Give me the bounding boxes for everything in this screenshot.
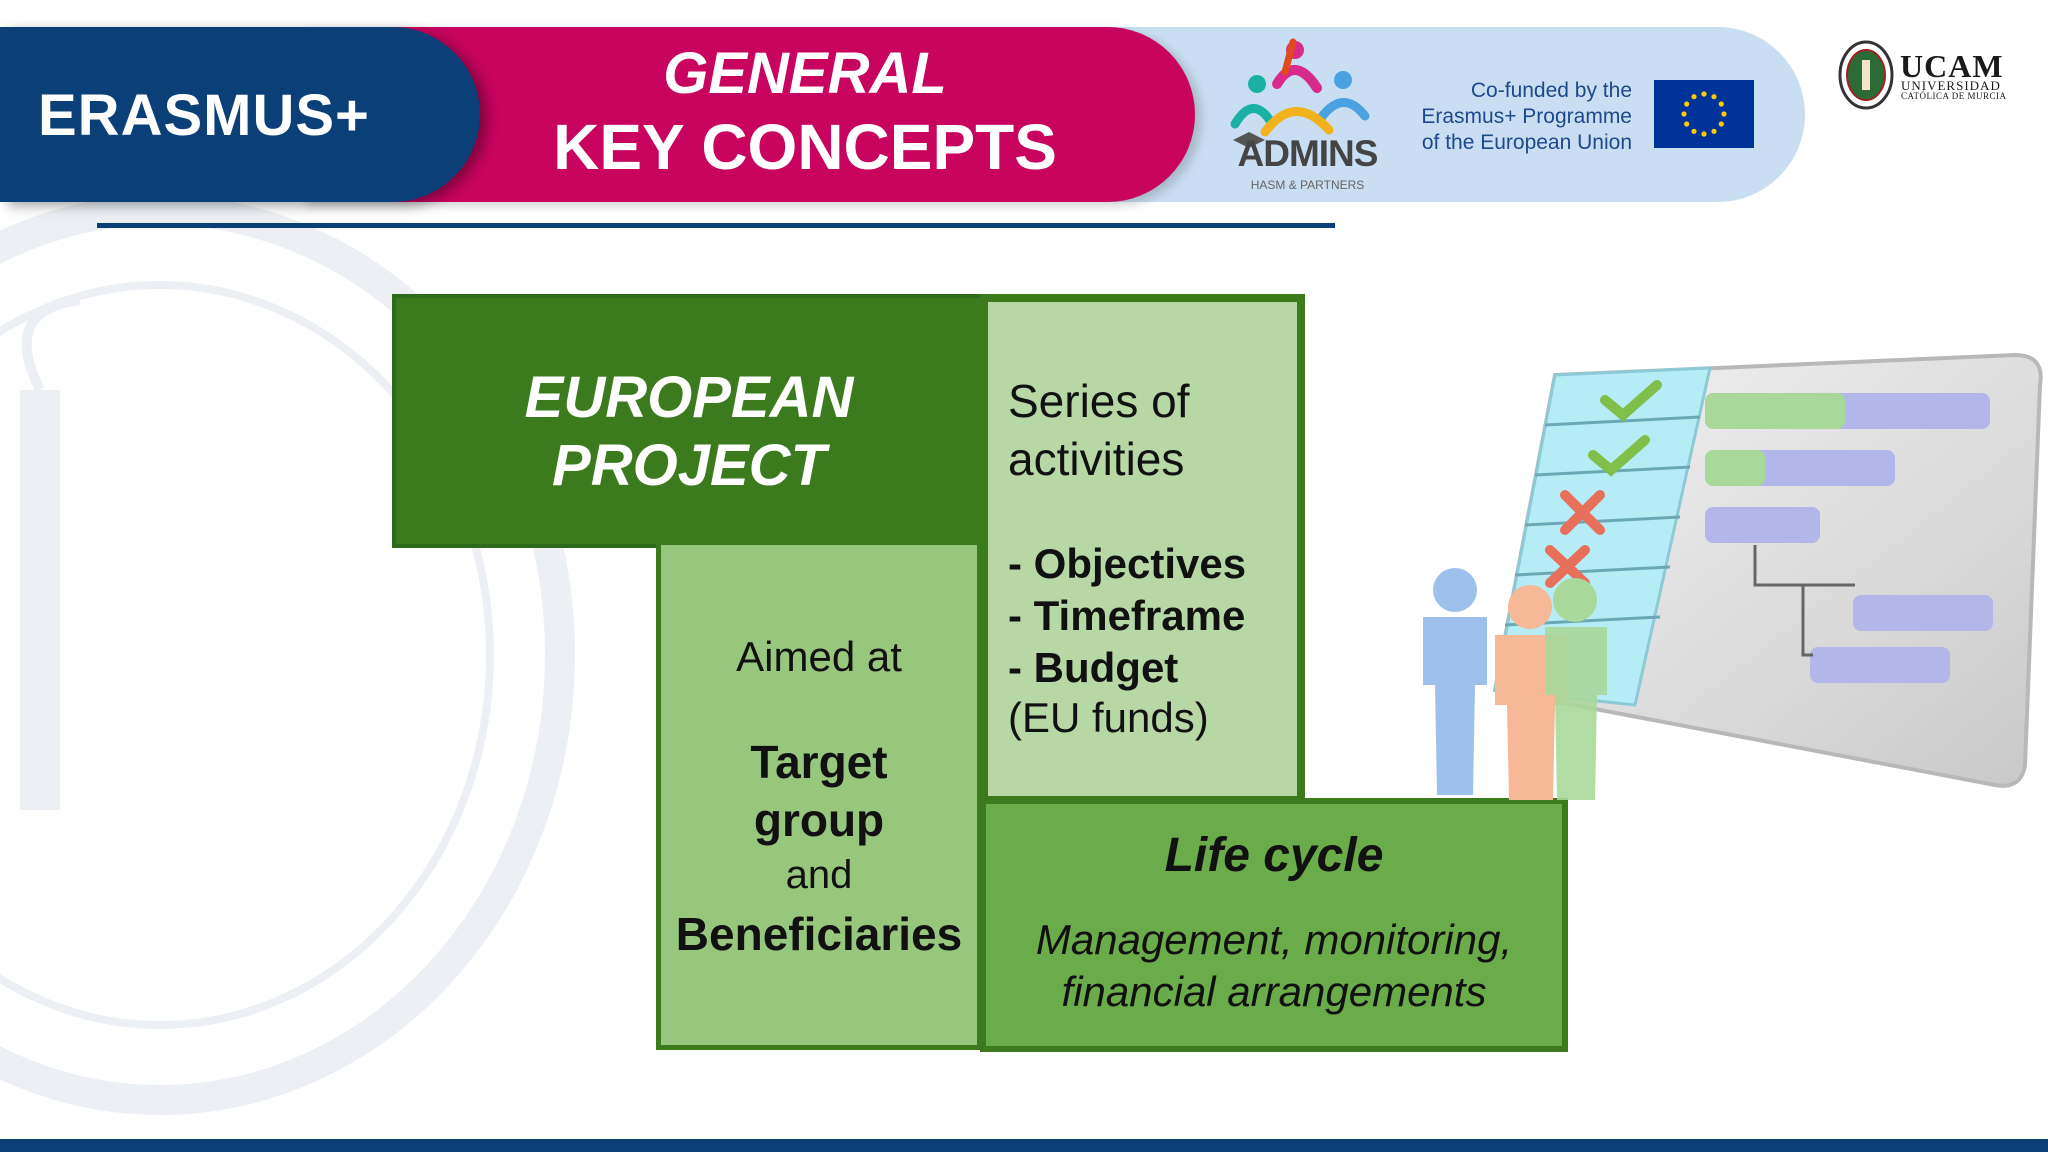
series-intro-line1: Series of	[1008, 375, 1190, 427]
header-program-band	[0, 27, 480, 202]
life-cycle-desc-line2: financial arrangements	[1061, 968, 1487, 1015]
ucam-name: UCAM	[1900, 48, 2004, 84]
admins-subtitle: HASM & PARTNERS	[1250, 178, 1365, 192]
program-label: ERASMUS+	[38, 83, 370, 148]
footer-bar	[0, 1139, 2048, 1152]
target-text: Target	[750, 736, 888, 788]
life-cycle-desc-line1: Management, monitoring,	[1035, 916, 1513, 963]
life-cycle-title: Life cycle	[1164, 829, 1384, 882]
objectives-item: - Objectives	[1008, 540, 1247, 587]
target-group-box: Aimed at Target group and Beneficiaries	[656, 540, 982, 1050]
ucam-subtitle-2: CATÓLICA DE MURCIA	[1901, 91, 2007, 101]
cross-icon	[1545, 490, 1605, 588]
cofunded-line: Erasmus+ Programme	[1421, 105, 1632, 128]
life-cycle-box: Life cycle Management, monitoring, finan…	[980, 798, 1568, 1052]
team-people-icon	[1423, 568, 1607, 800]
slide-title-line2: KEY CONCEPTS	[553, 111, 1057, 183]
timeframe-item: - Timeframe	[1008, 592, 1246, 639]
budget-item: - Budget	[1008, 644, 1179, 691]
cofunded-line: Co-funded by the	[1470, 79, 1632, 102]
cofunded-text: Co-funded by the Erasmus+ Programme of t…	[1400, 78, 1632, 156]
admins-logo-icon	[1230, 38, 1370, 148]
eu-flag-icon	[1654, 80, 1754, 148]
european-project-line2: PROJECT	[552, 433, 826, 498]
series-intro-line2: activities	[1008, 433, 1185, 485]
european-project-box: EUROPEAN PROJECT	[392, 294, 986, 548]
beneficiaries-text: Beneficiaries	[675, 908, 963, 960]
cofunded-line: of the European Union	[1421, 131, 1632, 154]
title-divider	[97, 223, 1335, 228]
group-text: group	[753, 794, 885, 846]
ucam-seal-icon	[1838, 40, 1894, 110]
series-of-activities-box: Series of activities - Objectives - Time…	[980, 294, 1305, 804]
european-project-line1: EUROPEAN	[524, 365, 854, 430]
checkmark-icon	[1588, 380, 1662, 477]
ucam-subtitle: UNIVERSIDAD	[1901, 78, 2001, 93]
eu-funds-note: (EU funds)	[1008, 694, 1209, 741]
aimed-at-text: Aimed at	[736, 633, 902, 680]
and-text: and	[785, 853, 853, 897]
slide-title-line1: GENERAL	[663, 41, 947, 106]
admins-name: ADMINS	[1237, 133, 1379, 174]
ucam-seal-watermark	[0, 195, 575, 1115]
project-plan-illustration	[1423, 352, 2043, 800]
